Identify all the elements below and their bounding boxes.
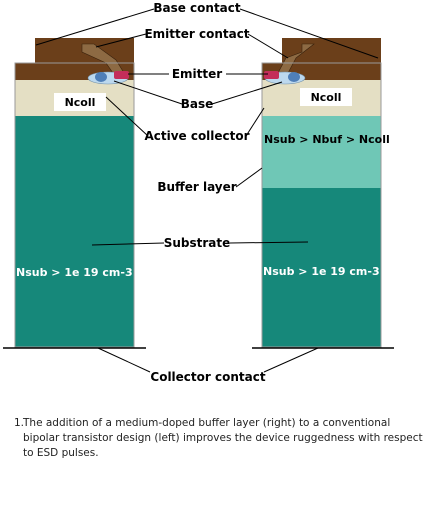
leader-base-contact-left (35, 8, 155, 46)
leader-base-contact-right (239, 8, 379, 59)
right-substrate-doping-label: Nsub > 1e 19 cm-3 (263, 265, 380, 278)
right-base-implant (288, 72, 300, 82)
leader-emitter-contact-right (247, 33, 289, 59)
leader-active-collector-left (105, 96, 149, 137)
left-ncoll-label: Ncoll (65, 96, 96, 109)
base-label: Base (181, 97, 214, 111)
right-ncoll-box (300, 88, 352, 106)
leader-buffer-layer (235, 167, 263, 188)
leader-active-collector-right (245, 107, 265, 137)
leader-substrate-left (91, 242, 165, 246)
left-device-outline (14, 62, 135, 348)
leader-substrate-right (229, 241, 309, 244)
right-emitter-region (264, 71, 279, 79)
right-ncoll-label: Ncoll (311, 91, 342, 104)
left-base-implant (95, 72, 107, 82)
left-substrate-doping-label: Nsub > 1e 19 cm-3 (16, 266, 133, 279)
right-buffer-doping-label: Nsub > Nbuf > Ncoll (264, 133, 390, 146)
leader-base-left (113, 80, 183, 105)
left-ncoll-box (54, 93, 106, 111)
left-substrate (15, 116, 134, 347)
figure-caption: 1. The addition of a medium-doped buffer… (14, 416, 428, 461)
buffer-layer-label: Buffer layer (157, 180, 236, 194)
right-base-contact-raised (282, 38, 381, 65)
right-device: Ncoll Nsub > Nbuf > Ncoll Nsub > 1e 19 c… (252, 38, 394, 349)
emitter-label: Emitter (172, 67, 222, 81)
right-substrate (262, 188, 381, 347)
leader-base-right (211, 81, 283, 105)
right-device-outline (261, 62, 382, 348)
left-device: Ncoll Nsub > 1e 19 cm-3 (3, 38, 146, 349)
base-contact-label: Base contact (153, 1, 241, 15)
emitter-contact-label: Emitter contact (144, 27, 249, 41)
left-emitter-region (114, 71, 129, 79)
caption-text: The addition of a medium-doped buffer la… (23, 417, 423, 459)
leader-lines (35, 8, 379, 373)
collector-contact-label: Collector contact (150, 370, 265, 384)
leader-collector-contact-right (263, 347, 319, 373)
active-collector-label: Active collector (144, 129, 249, 143)
leader-emitter-contact-left (95, 33, 147, 48)
leader-collector-contact-left (97, 347, 151, 373)
right-buffer-layer (262, 116, 381, 188)
caption-number: 1. (14, 417, 25, 429)
substrate-label: Substrate (164, 236, 231, 250)
